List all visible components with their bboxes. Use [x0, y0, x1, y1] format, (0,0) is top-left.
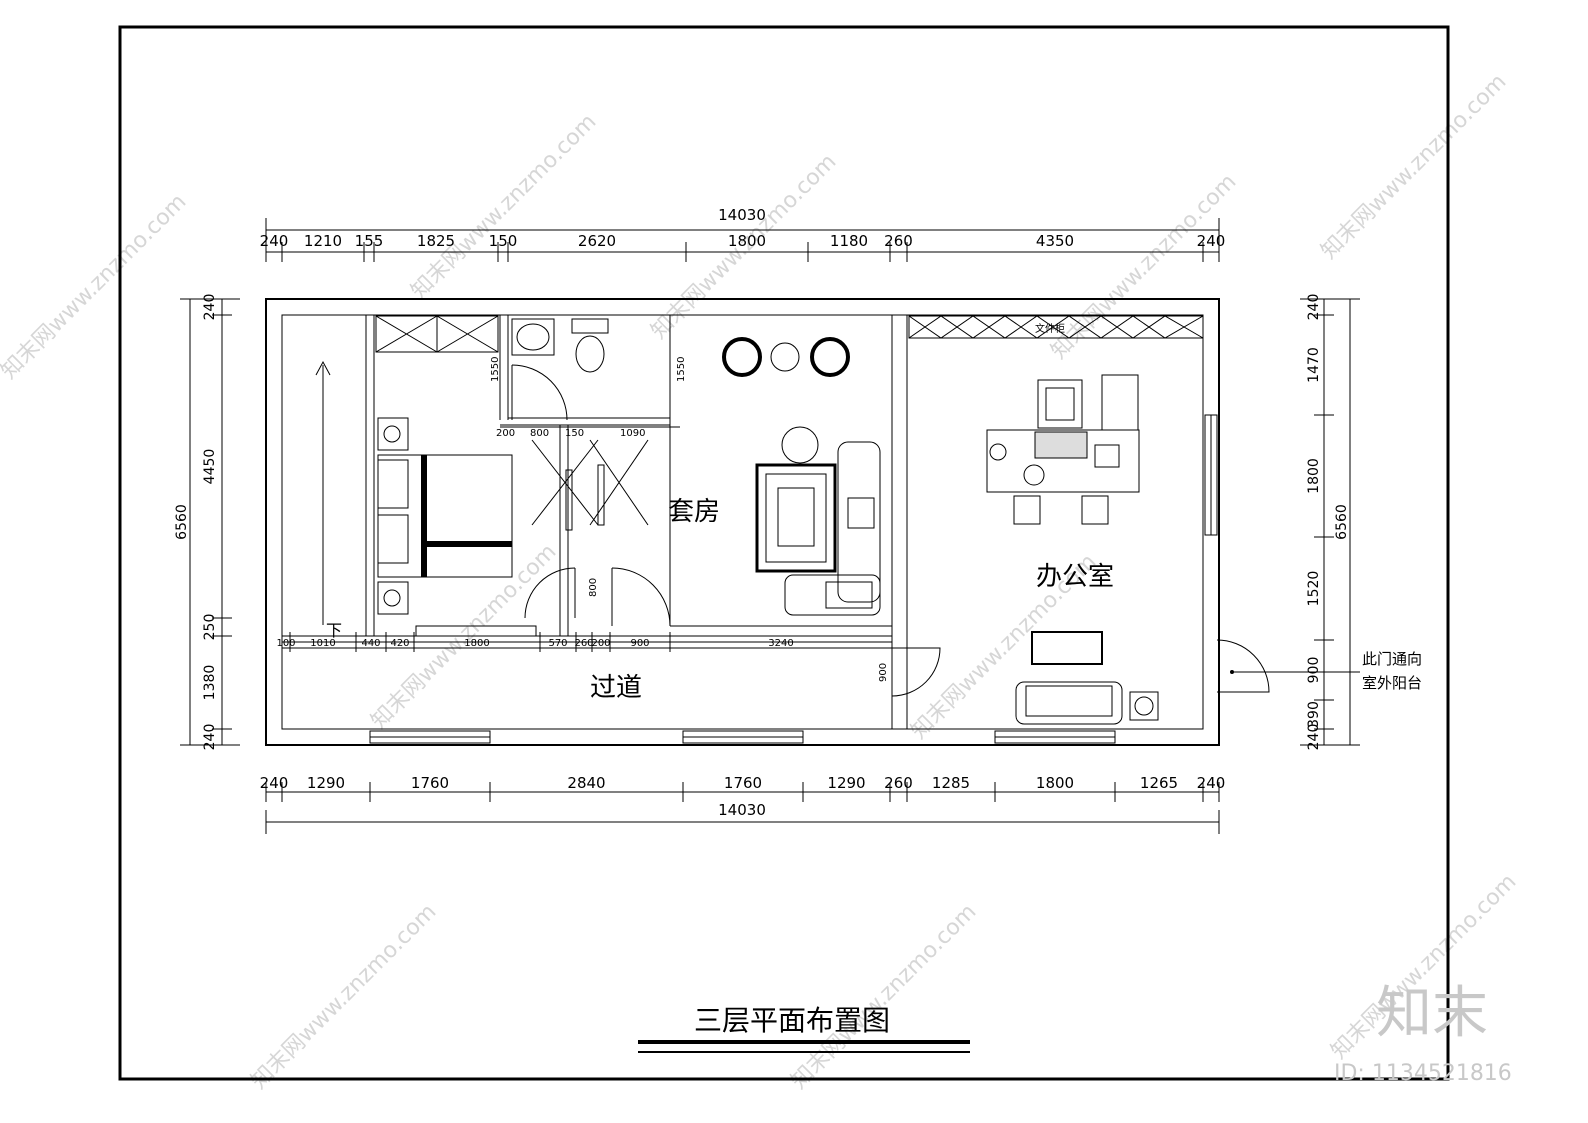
watermark-text: 知末网www.znzmo.com — [0, 189, 191, 384]
room-label-office: 办公室 — [1036, 562, 1114, 592]
dim-label: 1550 — [676, 357, 687, 382]
watermark-text: 知末网www.znzmo.com — [247, 899, 442, 1094]
drawing-title: 三层平面布置图 — [694, 1004, 890, 1037]
dim-label: 155 — [355, 232, 384, 250]
wardrobe — [375, 315, 499, 353]
watermark-text: 知末网www.znzmo.com — [1047, 169, 1242, 364]
dim-label: 440 — [361, 638, 380, 649]
dim-label: 1470 — [1306, 347, 1322, 383]
note-line-2: 室外阳台 — [1362, 674, 1422, 692]
dim-label: 1380 — [202, 665, 218, 701]
dim-total-right: 6560 — [1334, 504, 1350, 540]
drawing-frame — [118, 25, 1450, 1081]
dim-label: 200 — [496, 428, 515, 439]
dim-label: 240 — [1306, 294, 1322, 321]
dim-label: 240 — [202, 294, 218, 321]
dim-label: 150 — [565, 428, 584, 439]
dim-label: 1520 — [1306, 571, 1322, 607]
cabinet-label: 文件柜 — [1035, 322, 1065, 335]
room-label-suite: 套房 — [668, 497, 720, 527]
dim-label: 240 — [1197, 774, 1226, 792]
dimension-bottom: 240 1290 1760 2840 1760 1290 260 1285 1800 1265 24… — [260, 774, 1226, 834]
dim-label: 200 — [591, 638, 610, 649]
dim-label: 390 — [1306, 701, 1322, 728]
dim-label: 240 — [260, 774, 289, 792]
dim-label: 260 — [884, 232, 913, 250]
dim-label: 240 — [202, 724, 218, 751]
watermark-text: 知末网www.znzmo.com — [1317, 69, 1512, 264]
bed — [377, 417, 513, 615]
dim-label: 1760 — [411, 774, 449, 792]
watermark-text: 知末网www.znzmo.com — [367, 539, 562, 734]
room-label-corridor: 过道 — [590, 673, 642, 703]
dim-label: 1800 — [1036, 774, 1074, 792]
dim-label: 1825 — [417, 232, 455, 250]
dim-label: 420 — [390, 638, 409, 649]
dim-label: 570 — [548, 638, 567, 649]
dim-total-left: 6560 — [174, 504, 190, 540]
dim-label: 800 — [588, 578, 599, 597]
dim-label: 1290 — [827, 774, 865, 792]
dim-label: 1550 — [490, 357, 501, 382]
dim-label: 4450 — [202, 449, 218, 485]
dim-label: 240 — [1306, 724, 1322, 751]
watermark-text: 知末网www.znzmo.com — [407, 109, 602, 304]
dim-label: 1285 — [932, 774, 970, 792]
balcony-door-note: 此门通向 室外阳台 — [1230, 650, 1422, 692]
note-line-1: 此门通向 — [1362, 650, 1422, 668]
door-swings — [524, 439, 1270, 697]
dim-label: 100 — [276, 638, 295, 649]
dim-label: 3240 — [768, 638, 793, 649]
dimension-top: 14030 240 1210 155 1825 150 2620 1800 1180 260 435… — [260, 206, 1226, 262]
windows — [369, 414, 1218, 744]
dim-label: 1180 — [830, 232, 868, 250]
drawing-id: ID: 1134521816 — [1334, 1061, 1512, 1086]
dim-label: 900 — [878, 663, 889, 682]
dim-label: 240 — [1197, 232, 1226, 250]
staircase: 下 — [281, 314, 367, 640]
dim-label: 150 — [489, 232, 518, 250]
dim-label: 260 — [574, 638, 593, 649]
dim-label: 1290 — [307, 774, 345, 792]
dim-label: 1800 — [1306, 458, 1322, 494]
bath-dimensions: 200 800 150 1090 1550 1550 800 900 — [490, 357, 889, 682]
dim-label: 4350 — [1036, 232, 1074, 250]
dim-label: 240 — [260, 232, 289, 250]
watermark-text: 知末网www.znzmo.com — [787, 899, 982, 1094]
suite-furniture — [722, 337, 881, 616]
dim-total-top: 14030 — [718, 206, 766, 224]
dim-label: 1210 — [304, 232, 342, 250]
dim-label: 2840 — [567, 774, 605, 792]
office-furniture: 文件柜 — [908, 315, 1204, 725]
dim-label: 1760 — [724, 774, 762, 792]
dim-label: 1010 — [310, 638, 335, 649]
interior-walls — [282, 315, 908, 729]
dim-total-bottom: 14030 — [718, 801, 766, 819]
dim-label: 1090 — [620, 428, 645, 439]
dim-label: 250 — [202, 614, 218, 641]
dim-label: 260 — [884, 774, 913, 792]
dim-label: 900 — [630, 638, 649, 649]
dim-label: 1265 — [1140, 774, 1178, 792]
stair-down-label: 下 — [326, 621, 342, 640]
brand-logo: 知末 — [1376, 981, 1488, 1046]
dim-label: 1800 — [728, 232, 766, 250]
bathroom-fixtures — [511, 318, 609, 421]
dim-label: 1800 — [464, 638, 489, 649]
dim-label: 800 — [530, 428, 549, 439]
dim-label: 900 — [1306, 657, 1322, 684]
dimension-left: 6560 240 4450 250 1380 240 — [174, 294, 240, 751]
dim-label: 2620 — [578, 232, 616, 250]
